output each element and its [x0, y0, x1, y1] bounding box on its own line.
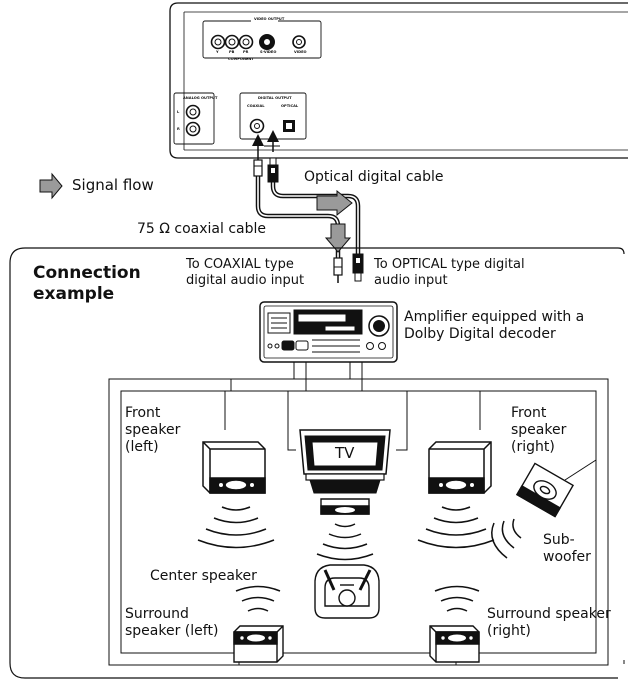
subwoofer [515, 462, 575, 518]
front-left-speaker [202, 441, 266, 494]
coaxial-plug-player [253, 152, 263, 177]
jack-video [292, 35, 306, 49]
center-speaker [320, 498, 370, 515]
component-label: COMPONENT [228, 57, 254, 61]
digital-jacks [249, 118, 295, 134]
signal-flow-legend-arrow [39, 172, 63, 200]
front-right-speaker [428, 441, 492, 494]
optical-cable [270, 181, 361, 256]
sound-waves [197, 506, 522, 612]
jack-pr [238, 34, 254, 50]
surround-left-speaker [233, 625, 284, 663]
coaxial-plug-amp [333, 257, 343, 283]
amplifier-label: Amplifier equipped with a Dolby Digital … [404, 309, 585, 342]
to-coaxial-label: To COAXIAL type digital audio input [186, 257, 305, 288]
jack-pb [224, 34, 240, 50]
coaxial-cable [255, 175, 341, 262]
jack-label-s-video: S-VIDEO [260, 50, 277, 54]
signal-flow-label: Signal flow [72, 176, 154, 194]
analog-output-label: ANALOG OUTPUT [183, 96, 218, 100]
plug-arrows [252, 130, 280, 152]
surround-right-speaker-label: Surround speaker (right) [487, 606, 611, 639]
signal-flow-arrows [316, 189, 353, 253]
analog-label-r: R [177, 127, 180, 131]
connection-example-frame [9, 247, 625, 679]
optical-cable-label: Optical digital cable [304, 169, 444, 185]
to-optical-label: To OPTICAL type digital audio input [374, 257, 525, 288]
optical-plug-player [267, 157, 279, 183]
tv-label: TV [335, 444, 355, 462]
front-right-speaker-label: Front speaker (right) [511, 405, 567, 455]
coaxial-jack-label: COAXIAL [247, 104, 265, 108]
component-jacks [210, 34, 306, 50]
video-output-label: VIDEO OUTPUT [254, 17, 285, 21]
tv-set [299, 429, 391, 494]
surround-right-speaker [429, 625, 480, 663]
player-rear-panel [169, 2, 628, 159]
amplifier [259, 301, 398, 363]
optical-jack-label: OPTICAL [281, 104, 299, 108]
front-left-speaker-label: Front speaker (left) [125, 405, 181, 455]
speaker-wiring [108, 362, 609, 666]
listener-icon [314, 564, 380, 619]
jack-label-y: Y [216, 50, 219, 54]
center-speaker-label: Center speaker [150, 568, 257, 584]
surround-left-speaker-label: Surround speaker (left) [125, 606, 219, 639]
digital-output-label: DIGITAL OUTPUT [258, 96, 292, 100]
optical-plug-amp [352, 253, 364, 282]
jack-label-video: VIDEO [294, 50, 307, 54]
coaxial-cable-label: 75 Ω coaxial cable [137, 221, 267, 237]
jack-label-pr: PR [243, 50, 249, 54]
analog-jacks [185, 104, 201, 137]
connection-example-title: Connection example [33, 263, 141, 304]
subwoofer-label: Sub- woofer [543, 532, 591, 565]
jack-label-pb: PB [229, 50, 235, 54]
coaxial-jack [249, 118, 265, 134]
analog-label-l: L [177, 110, 180, 114]
jack-y [210, 34, 226, 50]
